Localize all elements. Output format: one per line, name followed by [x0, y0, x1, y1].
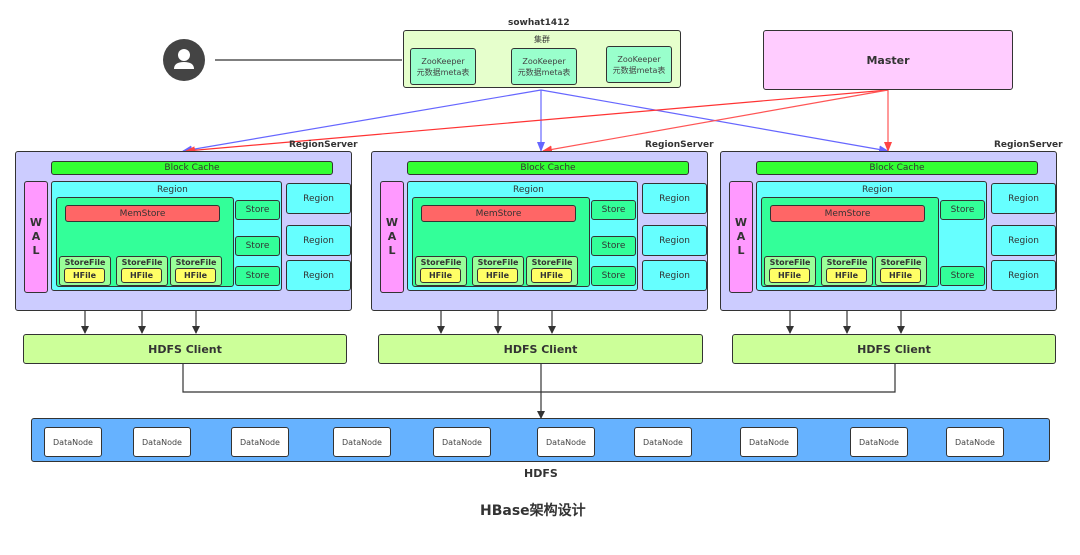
cluster-title: 集群	[534, 35, 550, 44]
region-server-label: RegionServer	[289, 140, 358, 150]
zookeeper-node: ZooKeeper 元数据meta表	[606, 46, 672, 83]
hdfs-client: HDFS Client	[23, 334, 347, 364]
zookeeper-sublabel: 元数据meta表	[416, 67, 470, 77]
storefile-label: StoreFile	[826, 258, 868, 267]
region: Region	[642, 183, 707, 214]
zookeeper-sublabel: 元数据meta表	[612, 65, 666, 75]
region-title: Region	[862, 185, 893, 195]
zookeeper-link-rs3	[540, 89, 889, 154]
hfile: HFile	[420, 268, 461, 283]
hfile: HFile	[826, 268, 867, 283]
storefile-label: StoreFile	[769, 258, 811, 267]
zookeeper-label: ZooKeeper	[617, 54, 661, 64]
region-server-label: RegionServer	[645, 140, 714, 150]
wal-letter: L	[737, 244, 745, 257]
store: Store	[235, 266, 280, 286]
page-title: HBase架构设计	[480, 503, 586, 519]
region: Region	[991, 183, 1056, 214]
zookeeper-link-rs1	[182, 89, 542, 154]
wal-letter: W	[734, 216, 748, 229]
master-node: Master	[763, 30, 1013, 90]
store: Store	[591, 266, 636, 286]
wal-letter: L	[388, 244, 396, 257]
datanode: DataNode	[44, 427, 102, 457]
region: Region	[286, 225, 351, 256]
hdfs-label: HDFS	[524, 467, 558, 480]
storefile-label: StoreFile	[121, 258, 163, 267]
wal-letter: A	[736, 230, 746, 243]
block-cache: Block Cache	[756, 161, 1038, 175]
region: Region	[286, 260, 351, 291]
region: Region	[286, 183, 351, 214]
storefile-label: StoreFile	[64, 258, 106, 267]
hfile: HFile	[531, 268, 572, 283]
hfile: HFile	[880, 268, 921, 283]
storefile-label: StoreFile	[880, 258, 922, 267]
storefile-label: StoreFile	[420, 258, 462, 267]
master-link-rs2	[542, 89, 889, 154]
wal-letter: A	[31, 230, 41, 243]
datanode: DataNode	[433, 427, 491, 457]
memstore: MemStore	[770, 205, 925, 222]
region: Region	[642, 260, 707, 291]
cluster-host-label: sowhat1412	[508, 18, 570, 28]
hdfs-client: HDFS Client	[732, 334, 1056, 364]
store: Store	[940, 200, 985, 220]
storefile-label: StoreFile	[175, 258, 217, 267]
zookeeper-label: ZooKeeper	[421, 56, 465, 66]
wal-letter: W	[385, 216, 399, 229]
wal-letter: A	[387, 230, 397, 243]
hfile: HFile	[121, 268, 162, 283]
store: Store	[235, 236, 280, 256]
datanode: DataNode	[740, 427, 798, 457]
datanode: DataNode	[946, 427, 1004, 457]
block-cache: Block Cache	[407, 161, 689, 175]
storefile-label: StoreFile	[477, 258, 519, 267]
store: Store	[940, 266, 985, 286]
zookeeper-label: ZooKeeper	[522, 56, 566, 66]
client-avatar	[163, 39, 205, 81]
hfile: HFile	[64, 268, 105, 283]
hdfs-client-bus	[182, 364, 896, 393]
storefile-label: StoreFile	[531, 258, 573, 267]
block-cache: Block Cache	[51, 161, 333, 175]
memstore: MemStore	[65, 205, 220, 222]
user-icon	[174, 49, 194, 69]
memstore: MemStore	[421, 205, 576, 222]
datanode: DataNode	[133, 427, 191, 457]
hfile: HFile	[477, 268, 518, 283]
region: Region	[991, 260, 1056, 291]
hdfs-client: HDFS Client	[378, 334, 703, 364]
wal-letter: L	[32, 244, 40, 257]
zookeeper-node: ZooKeeper 元数据meta表	[410, 48, 476, 85]
region-title: Region	[157, 185, 188, 195]
region: Region	[991, 225, 1056, 256]
datanode: DataNode	[634, 427, 692, 457]
zookeeper-node: ZooKeeper 元数据meta表	[511, 48, 577, 85]
region-server-label: RegionServer	[994, 140, 1063, 150]
store: Store	[591, 200, 636, 220]
hfile: HFile	[175, 268, 216, 283]
region: Region	[642, 225, 707, 256]
datanode: DataNode	[231, 427, 289, 457]
zookeeper-sublabel: 元数据meta表	[517, 67, 571, 77]
wal-letter: W	[29, 216, 43, 229]
datanode: DataNode	[537, 427, 595, 457]
datanode: DataNode	[333, 427, 391, 457]
datanode: DataNode	[850, 427, 908, 457]
hfile: HFile	[769, 268, 810, 283]
store: Store	[591, 236, 636, 256]
store: Store	[235, 200, 280, 220]
region-title: Region	[513, 185, 544, 195]
